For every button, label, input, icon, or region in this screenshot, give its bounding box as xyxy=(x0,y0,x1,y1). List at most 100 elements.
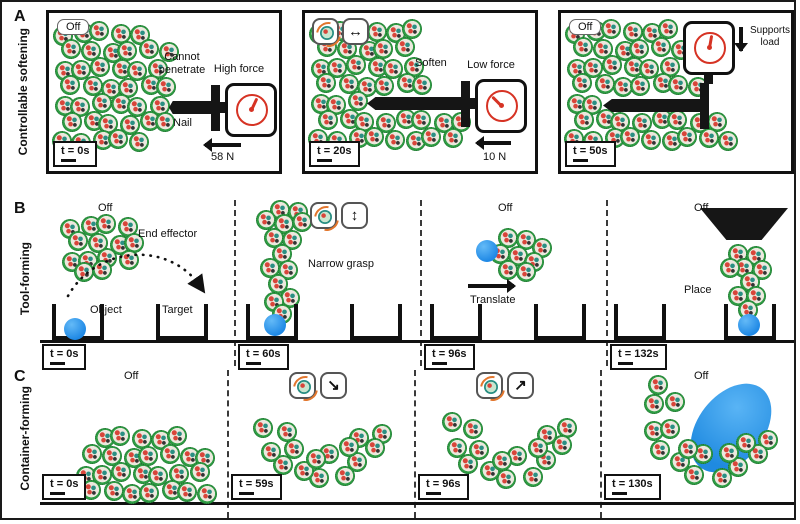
robot-disc xyxy=(345,54,366,75)
robot-disc xyxy=(651,36,672,57)
robot-disc xyxy=(109,425,130,446)
robot-disc xyxy=(643,394,664,415)
row-a-side-label: Controllable softening xyxy=(16,28,30,156)
robot-disc xyxy=(373,38,394,59)
end-effector-label: End effector xyxy=(138,228,198,240)
scale-bar xyxy=(612,492,627,495)
object-ball xyxy=(64,318,86,340)
gauge-needle-icon xyxy=(491,95,503,108)
robot-disc xyxy=(82,443,103,464)
robot-disc xyxy=(138,482,159,503)
robot-disc xyxy=(89,56,110,77)
container-cup xyxy=(614,304,666,340)
ground-line xyxy=(227,502,414,505)
robot-disc xyxy=(117,40,138,61)
gauge-needle-icon xyxy=(708,34,714,49)
robot-disc xyxy=(647,375,668,396)
robot-disc xyxy=(373,75,394,96)
robot-disc xyxy=(127,61,148,82)
robot-disc xyxy=(88,20,109,41)
push-left-arrow-icon xyxy=(475,136,511,150)
row-label-c: C xyxy=(14,368,26,385)
high-force-label: High force xyxy=(213,63,265,75)
robot-disc xyxy=(395,36,416,57)
nail-link xyxy=(469,98,477,109)
timestamp: t = 132s xyxy=(618,348,659,360)
tool-panel-1: Off End effector Object Target t = 0s xyxy=(40,200,234,370)
robot-disc xyxy=(412,74,433,95)
container-forming-row: Off t = 0s ↘ t = 59s ↗ t = 96s xyxy=(40,368,794,518)
target-label: Target xyxy=(162,304,193,316)
robot-disc xyxy=(278,260,298,280)
trajectory-arrow xyxy=(66,253,206,298)
panel-divider xyxy=(606,200,608,366)
robot-disc xyxy=(735,432,756,453)
force-value-label: 10 N xyxy=(483,151,507,163)
robot-disc xyxy=(659,418,680,439)
translate-right-arrow-icon xyxy=(468,279,516,293)
robot-disc xyxy=(160,443,181,464)
robot-disc xyxy=(68,230,89,251)
nail-link xyxy=(219,102,227,113)
panel-divider xyxy=(420,200,422,366)
robot-disc xyxy=(283,439,304,460)
robot-disc xyxy=(676,127,697,148)
place-label: Place xyxy=(684,284,712,296)
horizontal-shake-icon: ↔ xyxy=(342,18,369,45)
robot-disc xyxy=(717,131,738,152)
robot-disc xyxy=(348,91,369,112)
robot-disc xyxy=(684,464,705,485)
gauge-needle-icon xyxy=(250,97,259,111)
container-cup xyxy=(430,304,482,340)
nail-shaft xyxy=(603,99,701,112)
nail-label: Nail xyxy=(173,117,192,129)
ground-line xyxy=(414,502,600,505)
tool-panel-4: Off Place t = 132s xyxy=(606,200,794,370)
row-b-side-label: Tool-forming xyxy=(18,242,32,316)
robot-disc xyxy=(411,109,432,130)
robot-disc xyxy=(384,130,405,151)
robot-disc xyxy=(516,262,536,282)
robot-disc xyxy=(177,481,198,502)
timestamp-box: t = 130s xyxy=(604,474,661,500)
mini-robot-icon xyxy=(320,26,334,40)
ground-line xyxy=(600,502,794,505)
robot-disc xyxy=(443,127,464,148)
robot-disc xyxy=(148,466,169,487)
nail-link xyxy=(704,73,713,84)
robot-disc xyxy=(334,466,355,487)
robot-disc xyxy=(458,453,479,474)
robot-disc xyxy=(305,448,326,469)
robot-disc xyxy=(678,439,698,460)
robot-disc xyxy=(573,36,594,57)
robot-disc xyxy=(95,213,116,234)
container-panel-3: ↗ t = 96s xyxy=(414,370,600,518)
tool-panel-2: ↕ Narrow grasp t = 60s xyxy=(234,200,420,370)
container-cup xyxy=(534,304,586,340)
mini-robot-icon xyxy=(484,380,498,394)
robot-disc xyxy=(573,110,594,131)
object-ball xyxy=(738,314,760,336)
end-effector xyxy=(700,208,788,240)
timestamp-box: t = 132s xyxy=(610,344,667,370)
robot-disc xyxy=(120,114,141,135)
scale-bar xyxy=(432,362,447,365)
robot-disc xyxy=(699,127,720,148)
mode-off-badge: Off xyxy=(569,19,602,35)
robot-disc xyxy=(376,112,397,133)
scale-bar xyxy=(50,492,65,495)
robot-disc xyxy=(110,461,131,482)
robot-disc xyxy=(639,59,660,80)
nail-head xyxy=(461,81,470,127)
timestamp-box: t = 60s xyxy=(238,344,289,370)
timestamp-box: t = 50s xyxy=(565,141,616,167)
robot-disc xyxy=(60,75,80,96)
cannot-penetrate-label: Cannot penetrate xyxy=(158,51,206,76)
robot-disc xyxy=(664,392,685,413)
diagonal-shake-icon: ↗ xyxy=(507,372,534,399)
softening-panel-1: Off Cannot penetrate High force Nail 58 … xyxy=(46,10,282,174)
robot-disc xyxy=(711,468,732,489)
timestamp: t = 59s xyxy=(239,478,274,490)
robot-disc xyxy=(317,110,338,131)
